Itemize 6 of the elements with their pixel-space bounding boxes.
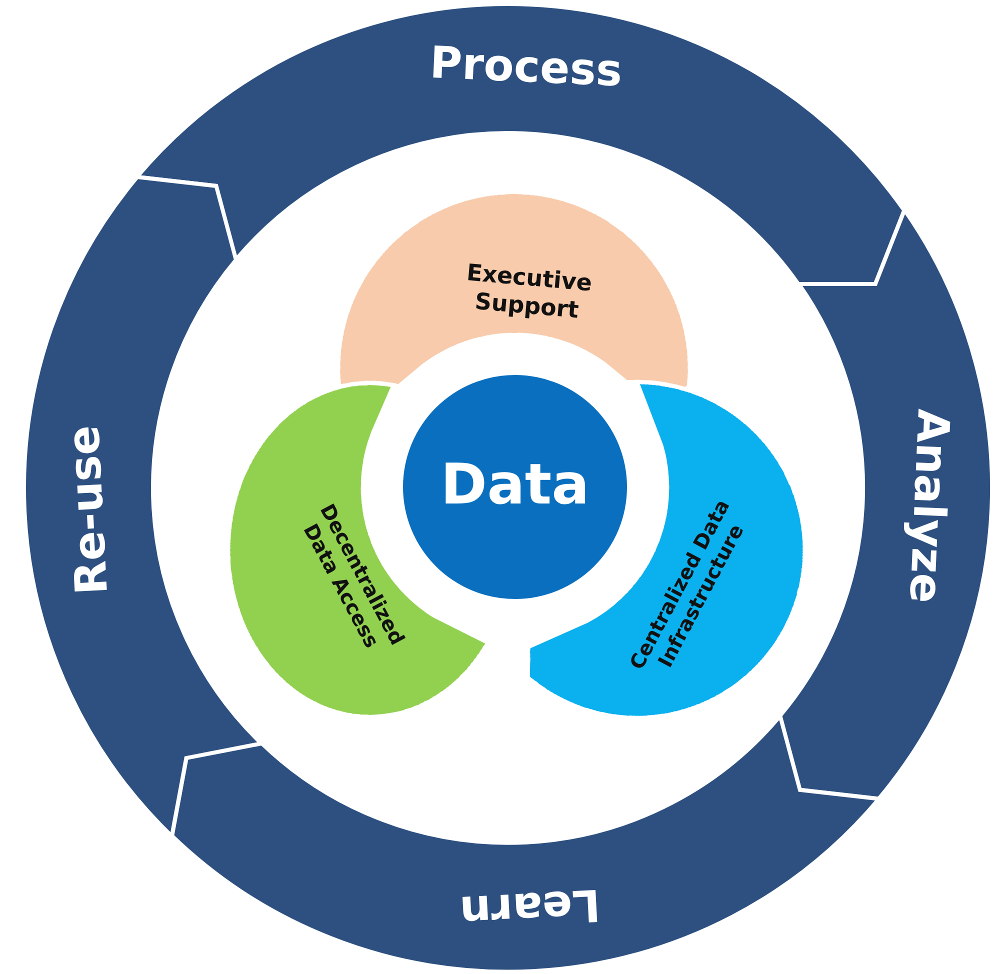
node-label: Learn: [457, 878, 603, 940]
node-label: Re-use: [56, 423, 119, 598]
node-label: Data: [440, 451, 590, 519]
node-label: Analyze: [898, 407, 960, 606]
node-label: Process: [428, 36, 625, 100]
node-label: Executive Support: [464, 259, 594, 326]
